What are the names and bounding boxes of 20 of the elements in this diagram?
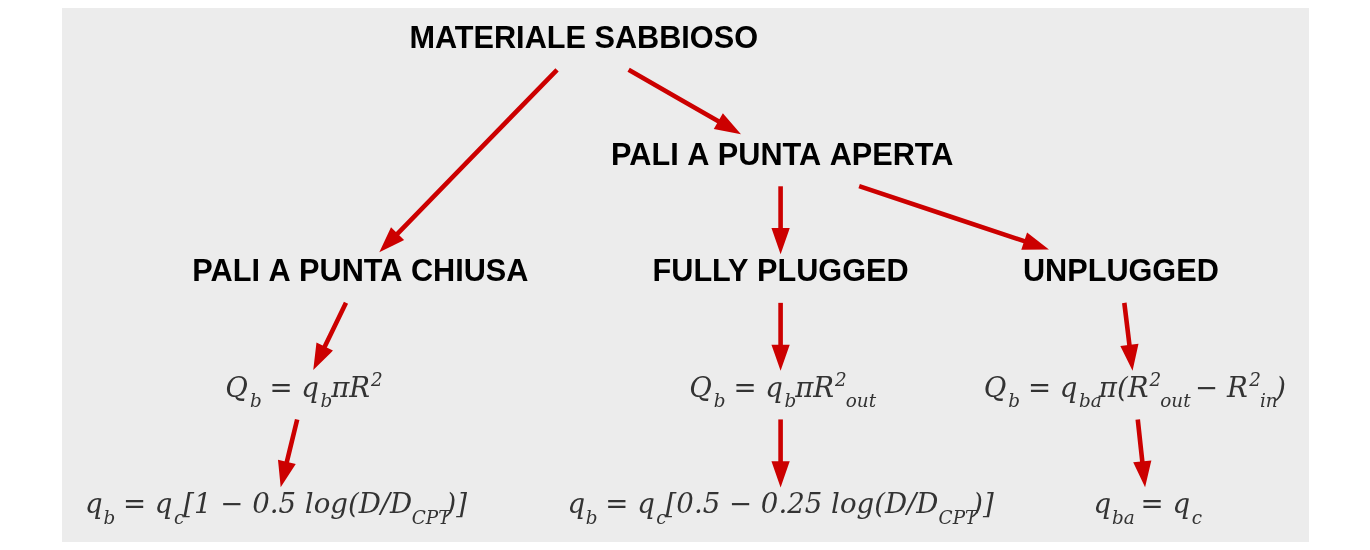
- arrow: [1119, 302, 1138, 371]
- node-text: q$_{b}$ = q$_{c}$[1 − 0.5 log(D/D$_{CPT}$)]: [84, 487, 467, 528]
- node-text: UNPLUGGED: [1022, 253, 1219, 288]
- node-text: Q$_{b}$ = q$_{b}$πR$^{2}$: [224, 369, 383, 412]
- arrow: [857, 183, 1049, 250]
- arrow: [770, 419, 790, 488]
- node-text: FULLY PLUGGED: [652, 253, 909, 288]
- arrow: [378, 68, 559, 253]
- arrow: [277, 418, 299, 488]
- node-text: PALI A PUNTA CHIUSA: [191, 253, 528, 288]
- arrow: [312, 301, 348, 371]
- node-text: q$_{ba}$ = q$_{c}$: [1093, 487, 1202, 528]
- arrow: [770, 302, 790, 371]
- arrow: [1132, 419, 1151, 488]
- node-text: MATERIALE SABBIOSO: [408, 19, 758, 54]
- node-text: q$_{b}$ = q$_{c}$[0.5 − 0.25 log(D/D$_{CPT}$)]: [566, 487, 994, 528]
- node-text: Q$_{b}$ = q$_{ba}$π(R$^{2}$$_{out}$ − R$^{2}$$_{in}$): [983, 369, 1286, 412]
- arrow: [770, 186, 790, 255]
- node-text: PALI A PUNTA APERTA: [610, 136, 953, 171]
- arrow: [627, 67, 741, 135]
